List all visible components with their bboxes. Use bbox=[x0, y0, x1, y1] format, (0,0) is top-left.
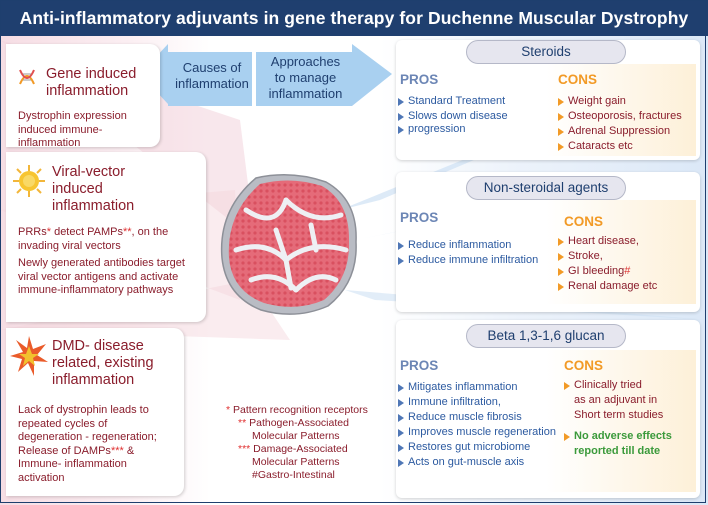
list-item-highlight: No adverse effects reported till date bbox=[564, 429, 672, 459]
left-arrow-shape bbox=[140, 44, 252, 106]
list-item: Improves muscle regeneration bbox=[398, 425, 556, 440]
cons-list: Heart disease, Stroke, GI bleeding# Rena… bbox=[558, 234, 657, 294]
list-item: Heart disease, bbox=[558, 234, 657, 249]
right-arrow-shape bbox=[256, 44, 392, 106]
pros-list: Reduce inflammation Reduce immune infilt… bbox=[398, 238, 538, 268]
pros-label: PROS bbox=[400, 358, 439, 373]
list-item: Cataracts etc bbox=[558, 139, 682, 154]
list-item: Weight gain bbox=[558, 94, 682, 109]
cons-shade bbox=[546, 64, 696, 156]
list-item: Slows down disease bbox=[398, 109, 508, 124]
list-item: Stroke, bbox=[558, 249, 657, 264]
burst-icon bbox=[10, 336, 48, 376]
cons-shade bbox=[546, 350, 696, 492]
list-item: Reduce muscle fibrosis bbox=[398, 410, 556, 425]
approach-title: Steroids bbox=[466, 40, 626, 64]
direction-arrows bbox=[140, 44, 392, 106]
cause-body: PRRs* detect PAMPs**, on the invading vi… bbox=[18, 226, 185, 296]
cons-label: CONS bbox=[564, 358, 604, 373]
list-item: Acts on gut-muscle axis bbox=[398, 455, 556, 470]
dna-icon bbox=[19, 69, 35, 85]
approach-title: Beta 1,3-1,6 glucan bbox=[466, 324, 626, 348]
pros-list: Standard Treatment Slows down disease pr… bbox=[398, 94, 508, 137]
muscle-cross-section bbox=[220, 174, 357, 315]
list-item: Standard Treatment bbox=[398, 94, 508, 109]
approach-card-non-steroidal: Non-steroidal agents PROS CONS Reduce in… bbox=[396, 172, 700, 312]
cons-list: Clinically tried as an adjuvant in Short… bbox=[564, 378, 672, 459]
pros-list: Mitigates inflammation Immune infiltrati… bbox=[398, 380, 556, 470]
cause-body: Lack of dystrophin leads to repeated cyc… bbox=[18, 404, 157, 484]
list-item: Mitigates inflammation bbox=[398, 380, 556, 395]
cons-label: CONS bbox=[558, 72, 598, 87]
list-item: Osteoporosis, fractures bbox=[558, 109, 682, 124]
list-item: Reduce immune infiltration bbox=[398, 253, 538, 268]
cons-shade bbox=[546, 200, 696, 304]
list-item: Immune infiltration, bbox=[398, 395, 556, 410]
approach-card-beta-glucan: Beta 1,3-1,6 glucan PROS CONS Mitigates … bbox=[396, 320, 700, 498]
virus-icon bbox=[13, 165, 45, 197]
pros-label: PROS bbox=[400, 72, 439, 87]
list-item: Adrenal Suppression bbox=[558, 124, 682, 139]
list-item: Renal damage etc bbox=[558, 279, 657, 294]
page-title: Anti-inflammatory adjuvants in gene ther… bbox=[0, 0, 708, 36]
list-item: GI bleeding# bbox=[558, 264, 657, 279]
cons-list: Weight gain Osteoporosis, fractures Adre… bbox=[558, 94, 682, 154]
approach-title: Non-steroidal agents bbox=[466, 176, 626, 200]
list-item: Restores gut microbiome bbox=[398, 440, 556, 455]
list-item: Reduce inflammation bbox=[398, 238, 538, 253]
list-item: Clinically tried as an adjuvant in Short… bbox=[564, 378, 672, 423]
list-item: progression bbox=[398, 122, 508, 137]
approach-card-steroids: Steroids PROS CONS Standard Treatment Sl… bbox=[396, 40, 700, 160]
pros-label: PROS bbox=[400, 210, 439, 225]
abbreviation-legend: * Pattern recognition receptors ** Patho… bbox=[226, 404, 368, 481]
cons-label: CONS bbox=[564, 214, 604, 229]
